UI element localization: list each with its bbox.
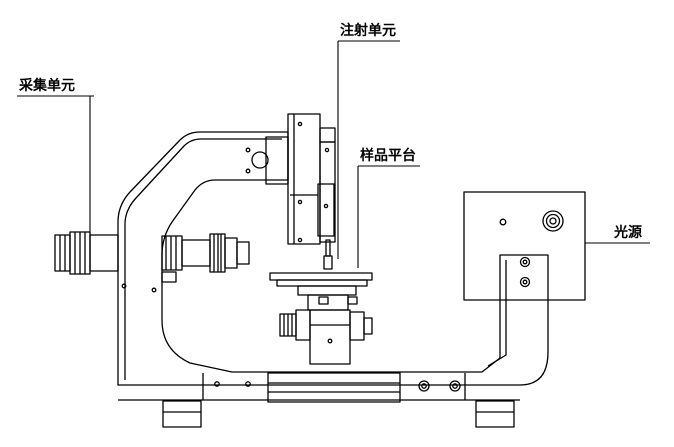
sample-stage <box>269 272 373 365</box>
light-source <box>463 191 586 301</box>
label-light-source: 光源 <box>614 225 642 241</box>
camera-lens <box>54 231 119 275</box>
zoom-lens <box>121 233 250 293</box>
feet <box>162 400 515 428</box>
injection-unit <box>245 113 336 270</box>
leader-lines <box>17 40 650 268</box>
label-acquisition-unit: 采集单元 <box>19 78 75 94</box>
main-frame <box>117 131 549 386</box>
label-injection-unit: 注射单元 <box>340 23 396 39</box>
base-rail <box>118 372 520 403</box>
label-sample-stage: 样品平台 <box>360 148 416 164</box>
